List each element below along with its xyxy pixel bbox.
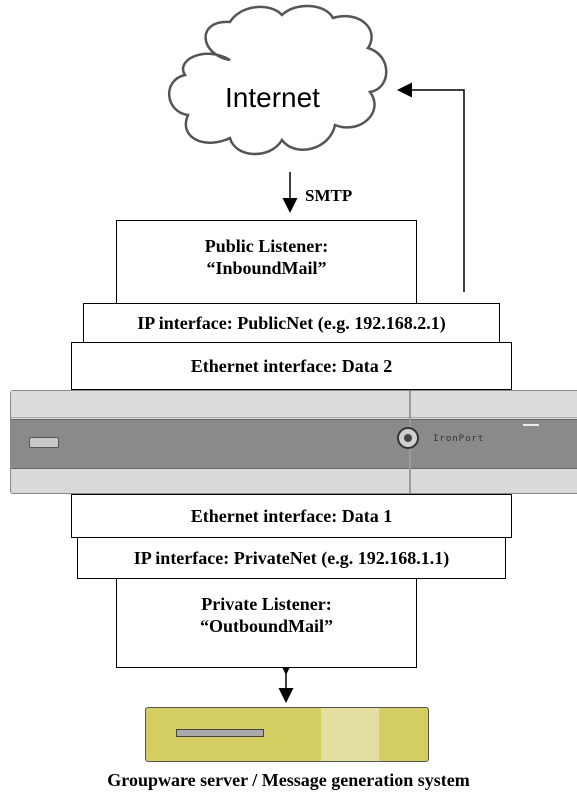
private-listener-name: “OutboundMail”	[199, 616, 334, 636]
ip-interface-public-box: IP interface: PublicNet (e.g. 192.168.2.…	[83, 303, 500, 343]
ip-interface-private-label: IP interface: PrivateNet (e.g. 192.168.1…	[133, 548, 450, 568]
ethernet-data1-box: Ethernet interface: Data 1	[71, 494, 512, 538]
appliance-front-band	[11, 419, 577, 469]
private-listener-box: Private Listener: “OutboundMail”	[116, 578, 417, 668]
server-panel	[321, 708, 379, 761]
ip-interface-private-box: IP interface: PrivateNet (e.g. 192.168.1…	[77, 537, 506, 579]
ironport-appliance: IronPort	[10, 390, 577, 494]
drive-slot-icon	[29, 437, 59, 448]
ethernet-data2-label: Ethernet interface: Data 2	[190, 356, 393, 376]
outbound-return-arrow	[397, 82, 465, 292]
public-listener-title: Public Listener:	[204, 236, 329, 256]
smtp-label: SMTP	[305, 186, 353, 205]
appliance-brand: IronPort	[433, 434, 485, 444]
internet-label: Internet	[225, 82, 320, 113]
server-caption: Groupware server / Message generation sy…	[107, 770, 470, 790]
public-listener-box: Public Listener: “InboundMail”	[116, 220, 417, 304]
power-button-icon	[397, 427, 419, 449]
public-listener-name: “InboundMail”	[206, 258, 327, 278]
private-listener-title: Private Listener:	[201, 594, 332, 614]
status-led-icon	[523, 424, 539, 426]
ethernet-data1-label: Ethernet interface: Data 1	[190, 506, 393, 526]
server-drive-slot-icon	[176, 729, 264, 737]
appliance-top-panel	[11, 391, 577, 418]
ip-interface-public-label: IP interface: PublicNet (e.g. 192.168.2.…	[137, 313, 446, 333]
ethernet-data2-box: Ethernet interface: Data 2	[71, 342, 512, 390]
groupware-server-icon	[145, 707, 429, 762]
